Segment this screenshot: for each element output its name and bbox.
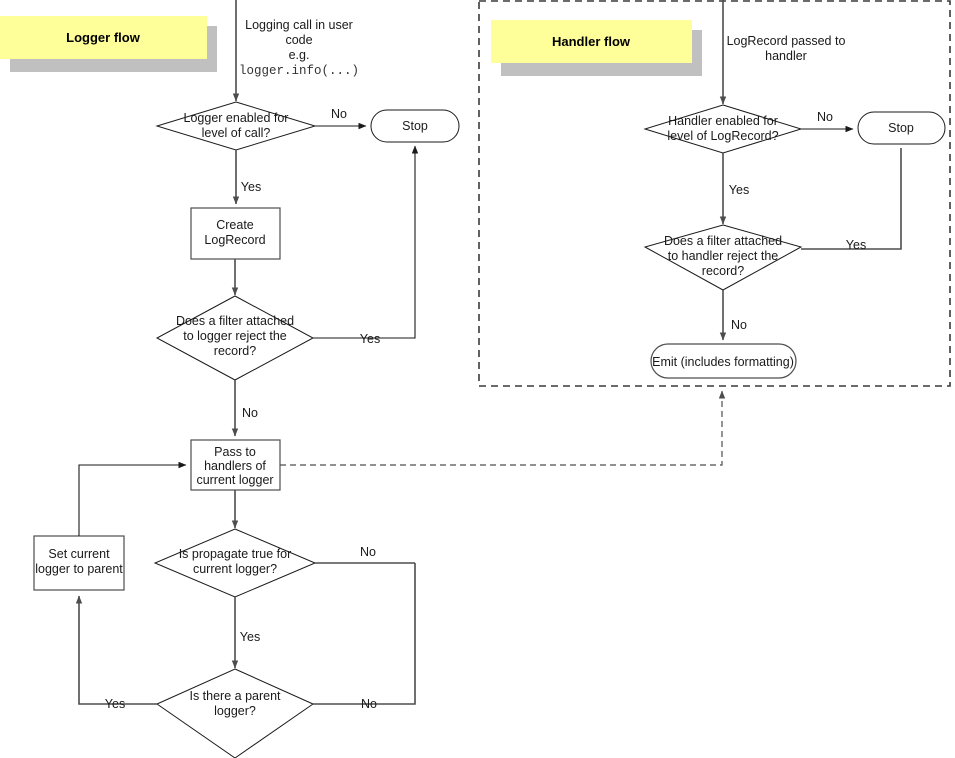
node-set-parent-line-2: logger to parent (35, 562, 123, 576)
edge-parent-no (313, 563, 416, 705)
node-is-propagate-line-2: current logger? (193, 562, 277, 576)
edge-pass-to-handler-flow (280, 390, 726, 466)
node-set-current-logger-to-parent (33, 535, 125, 591)
node-logger-enabled-line-2: level of call? (202, 126, 271, 140)
node-create-logrecord-line-1: Create (216, 218, 254, 232)
node-stop-label: Stop (402, 119, 428, 133)
node-logger-filter-line-3: record? (214, 344, 256, 358)
node-handler-enabled-line-2: level of LogRecord? (667, 129, 778, 143)
node-set-parent-line-1: Set current (48, 547, 110, 561)
node-create-logrecord (190, 207, 281, 260)
entry-label-line-1: Logging call in user (245, 18, 353, 32)
node-create-logrecord-line-2: LogRecord (204, 233, 265, 247)
edge-label-parent-no: No (361, 697, 377, 711)
node-stop (370, 109, 460, 143)
node-handler-stop (857, 111, 946, 145)
node-handler-enabled-line-1: Handler enabled for (668, 114, 778, 128)
edge-label-handler-filter-yes: Yes (846, 238, 866, 252)
node-pass-to-handlers-line-1: Pass to (214, 445, 256, 459)
logger-flow-title: Logger flow (66, 30, 141, 45)
node-emit (650, 343, 797, 379)
handler-entry-label-line-2: handler (765, 49, 807, 63)
node-handler-filter-line-1: Does a filter attached (664, 234, 782, 248)
node-is-there-parent-logger (155, 668, 315, 758)
node-handler-stop-label: Stop (888, 121, 914, 135)
logger-flow-title-box (0, 16, 207, 59)
edge-handler-filter-yes (801, 148, 902, 250)
handler-entry-label-line-1: LogRecord passed to (727, 34, 846, 48)
handler-flow-title-box (491, 20, 692, 63)
node-handler-filter-line-2: to handler reject the (668, 249, 779, 263)
node-logger-enabled-line-1: Logger enabled for (184, 111, 289, 125)
node-pass-to-handlers-line-3: current logger (196, 473, 273, 487)
edge-label-handler-filter-no: No (731, 318, 747, 332)
handler-flow-title: Handler flow (552, 34, 631, 49)
edge-label-handler-enabled-no: No (817, 110, 833, 124)
edge-logger-filter-yes (313, 145, 419, 339)
edge-label-handler-enabled-yes: Yes (729, 183, 749, 197)
node-parent-logger-line-2: logger? (214, 704, 256, 718)
edge-label-logger-enabled-no: No (331, 107, 347, 121)
edge-label-logger-filter-yes: Yes (360, 332, 380, 346)
entry-label-code: logger.info(...) (239, 64, 359, 78)
edge-label-propagate-no: No (360, 545, 376, 559)
entry-label-line-2: code (285, 33, 312, 47)
edge-label-logger-filter-no: No (242, 406, 258, 420)
handler-flow-panel (478, 0, 951, 387)
edge-label-logger-enabled-yes: Yes (241, 180, 261, 194)
node-is-propagate-line-1: Is propagate true for (179, 547, 292, 561)
edge-label-propagate-yes: Yes (240, 630, 260, 644)
entry-label-line-3: e.g. (289, 48, 310, 62)
node-emit-label: Emit (includes formatting) (652, 355, 794, 369)
node-pass-to-handlers-line-2: handlers of (204, 459, 266, 473)
node-parent-logger-line-1: Is there a parent (189, 689, 281, 703)
node-logger-filter-line-2: to logger reject the (183, 329, 287, 343)
node-logger-filter-line-1: Does a filter attached (176, 314, 294, 328)
edge-label-parent-yes: Yes (105, 697, 125, 711)
node-handler-filter-line-3: record? (702, 264, 744, 278)
edge-parent-yes (75, 595, 157, 705)
edge-set-parent-to-pass (78, 461, 187, 536)
